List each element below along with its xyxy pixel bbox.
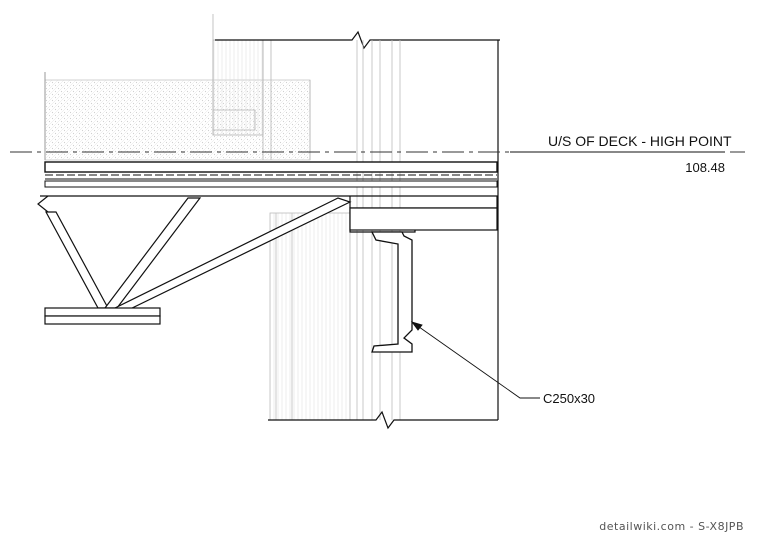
channel-label: C250x30: [543, 391, 595, 406]
channel-leader: [410, 321, 540, 399]
deck-label: U/S OF DECK - HIGH POINT: [548, 133, 732, 149]
lower-wall: [269, 212, 351, 421]
elevation-value: 108.48: [685, 160, 725, 175]
steel-channel: [370, 231, 413, 353]
joist-bottom-chord: [44, 307, 161, 325]
watermark: detailwiki.com - S-X8JPB: [599, 520, 744, 533]
joist-top-chord: [40, 195, 498, 233]
upper-wall: [212, 14, 311, 160]
steel-deck: [44, 161, 498, 188]
joist-web: [37, 195, 352, 311]
bottom-break-line: [268, 410, 498, 430]
roof-insulation: [44, 72, 311, 161]
